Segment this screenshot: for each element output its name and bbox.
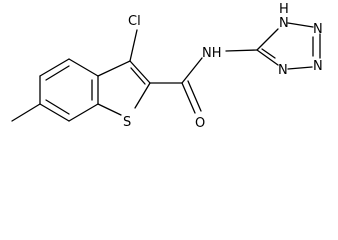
bond [97,103,122,116]
tetrazole-ring [256,22,321,70]
tetrazole-n2-label: N [313,22,323,37]
bond [68,103,99,122]
double-bond-inner [130,67,146,85]
double-bond-inner [45,99,70,115]
bond [129,60,151,84]
bond [256,49,279,66]
carbonyl-double-bond [181,82,196,114]
benzene-ring [39,58,99,122]
thiophene-ring [97,60,151,116]
amine-tetrazole-bond [225,49,258,52]
bond [39,58,70,77]
chloro-bond [129,29,138,62]
bond [287,22,314,28]
carbonyl-double-bond [187,80,202,112]
amide-nitrogen-bond [181,57,203,84]
bond [256,28,279,51]
amide-nh-label: NH [202,46,222,61]
bond [134,82,151,109]
double-bond-inner [261,48,276,59]
oxygen-label: O [195,116,205,130]
tetrazole-n4-label: N [278,63,288,78]
bond [68,58,99,77]
tetrazole-h-label: H [279,2,289,17]
methyl-bond [11,103,41,122]
chemical-structure: Cl S O NH H N N N N [11,2,323,130]
chlorine-label: Cl [128,14,141,29]
tetrazole-n1-label: N [279,16,289,31]
bond [287,66,313,70]
bond [39,103,70,122]
sulfur-label: S [123,115,131,130]
tetrazole-n3-label: N [313,59,323,74]
bond [97,60,131,77]
double-bond-inner [45,65,70,81]
